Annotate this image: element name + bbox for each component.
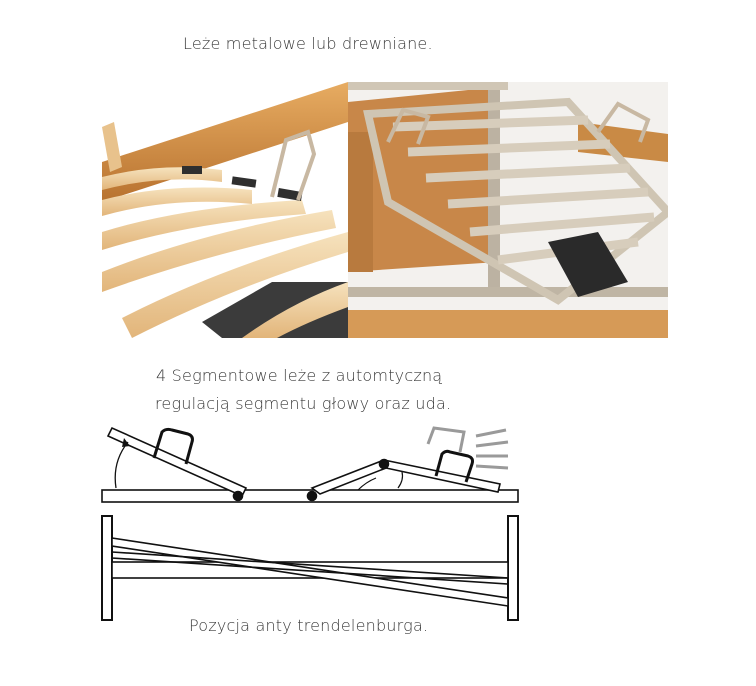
caption-anti-trendelenburg: Pozycja anty trendelenburga.	[189, 616, 429, 635]
bed-positions-diagram	[98, 422, 522, 624]
caption-segments-line1: 4 Segmentowe leże z automtyczną	[156, 366, 443, 385]
wooden-slat-bed-photo	[102, 82, 348, 338]
metal-frame-bed-photo	[348, 82, 668, 338]
caption-bed-frame-type: Leże metalowe lub drewniane.	[183, 34, 433, 53]
caption-segments-line2: regulacją segmentu głowy oraz uda.	[155, 394, 452, 413]
